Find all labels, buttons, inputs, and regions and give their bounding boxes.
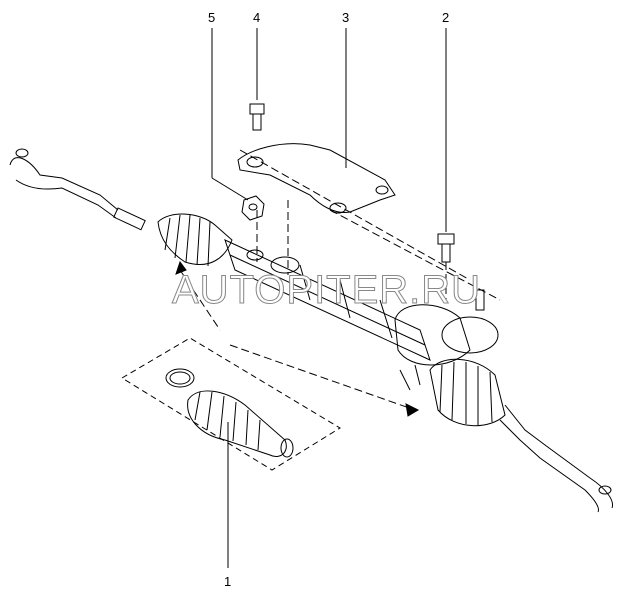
pinion-valve	[394, 289, 499, 391]
watermark: AUTOPITER.RU	[171, 268, 482, 313]
leader-line-5b	[211, 177, 249, 201]
callout-4: 4	[253, 10, 261, 25]
rack-housing	[224, 239, 431, 361]
arrow-head	[175, 260, 187, 275]
right-tie-rod	[499, 404, 614, 513]
arrow-head	[405, 403, 420, 417]
bolt-2	[437, 233, 455, 263]
left-tie-rod	[9, 148, 146, 231]
callout-5: 5	[208, 10, 216, 25]
left-boot	[157, 213, 233, 267]
bracket	[237, 143, 396, 214]
boot-kit	[165, 368, 294, 458]
bolt-4	[249, 103, 265, 131]
callout-1: 1	[224, 574, 232, 589]
assembly-lines	[179, 149, 501, 411]
boot-kit-box	[121, 337, 341, 471]
callout-2: 2	[442, 10, 450, 25]
callout-3: 3	[342, 10, 350, 25]
nut-5	[241, 195, 265, 221]
right-boot	[429, 358, 506, 427]
